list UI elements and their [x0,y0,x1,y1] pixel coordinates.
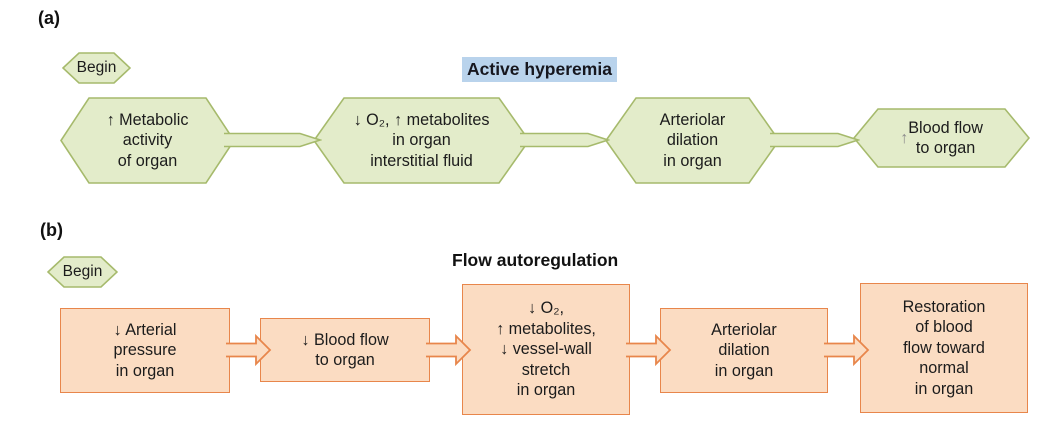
hexagon-shape [853,108,1030,168]
step-blood-flow: ↑ Blood flow to organ [853,108,1030,168]
section-b-title: Flow autoregulation [452,250,619,270]
up-arrow-icon: ↑ [900,128,909,147]
section-a-label: (a) [38,8,60,28]
step-metabolic-activity: ↑ Metabolic activity of organ [60,97,235,184]
hexagon-shape [47,256,118,288]
flow-arrow-icon [770,132,860,148]
step-text: ↓ Arterial pressure in organ [113,320,177,380]
begin-label: Begin [76,58,117,76]
begin-node-b: Begin [47,256,118,288]
step-text: Arteriolar dilation in organ [711,320,777,380]
step-arteriolar-dilation-b: Arteriolar dilation in organ [660,308,828,393]
step-o2-metabolites: ↓ O₂, ↑ metabolites in organ interstitia… [313,97,530,184]
flow-arrow-icon [824,333,870,367]
hexagon-shape [62,52,131,84]
step-text: Arteriolar dilation in organ [659,110,726,170]
begin-label: Begin [62,262,103,280]
step-text: ↓ O₂, ↑ metabolites in organ interstitia… [353,110,490,170]
step-arteriolar-dilation-a: Arteriolar dilation in organ [605,97,780,184]
step-blood-flow-down: ↓ Blood flow to organ [260,318,430,382]
flow-arrow-icon [520,132,610,148]
section-a-title: Active hyperemia [462,57,617,82]
step-text: ↑ Metabolic activity of organ [106,110,189,170]
step-text: ↓ O₂, ↑ metabolites, ↓ vessel-wall stret… [496,299,596,400]
step-text: ↓ Blood flow to organ [301,330,389,370]
section-b-label: (b) [40,220,63,240]
step-arterial-pressure: ↓ Arterial pressure in organ [60,308,230,393]
begin-node-a: Begin [62,52,131,84]
flow-arrow-icon [226,333,272,367]
flow-arrow-icon [224,132,322,148]
flow-arrow-icon [426,333,472,367]
flow-arrow-icon [626,333,672,367]
step-text: ↑ Blood flow to organ [900,118,983,158]
step-restoration: Restoration of blood flow toward normal … [860,283,1028,413]
step-o2-metabolites-stretch: ↓ O₂, ↑ metabolites, ↓ vessel-wall stret… [462,284,630,415]
step-text: Restoration of blood flow toward normal … [902,297,986,398]
